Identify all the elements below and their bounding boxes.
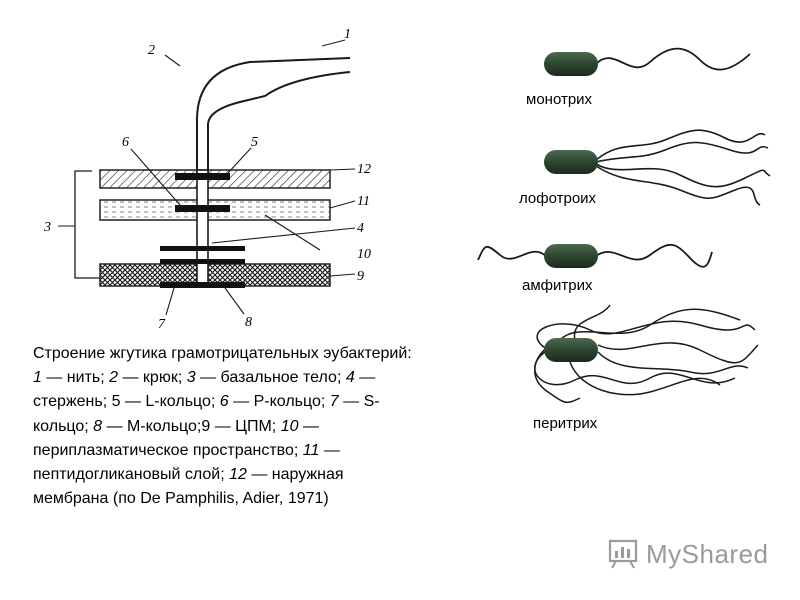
part-number-6: 6 [122,135,129,150]
lophotrich-body [544,150,598,174]
watermark-logo: MyShared [606,536,769,572]
part-number-8: 8 [245,315,252,330]
flagellum-structure [58,39,356,316]
part-number-2: 2 [148,43,155,58]
watermark-text: MyShared [646,538,769,569]
caption-segment: — S-кольцо; [33,393,380,435]
caption-segment: — M-кольцо;9 — ЦПМ; [102,417,281,435]
part-number-5: 5 [251,135,258,150]
lophotrich-bacterium [595,129,771,206]
caption-segment: 11 [302,441,320,459]
caption-segment: — P-кольцо; [228,393,330,411]
chart-board-icon [608,539,638,569]
part-number-1: 1 [344,27,351,42]
caption-segment: 12 [229,466,247,484]
caption-segment: — крюк; [118,369,187,387]
rod-disc [160,246,245,251]
part-number-10: 10 [357,247,371,262]
hook-outer [196,57,351,175]
part-numbers: 1 2 3 4 5 6 7 8 9 10 11 12 [43,27,371,332]
label-amphitrich: амфитрих [522,277,593,294]
caption-segment: — периплазматическое пространство; [33,417,319,459]
part-number-3: 3 [43,220,51,235]
basal-body-bracket [74,170,100,279]
label-lophotrich: лофотроих [519,190,597,207]
monotrich-bacterium [544,47,751,76]
caption-segment: 7 [329,393,339,411]
peritrich-bacterium [534,304,759,404]
caption-segment: — нить; [41,369,110,387]
m-ring [160,282,245,288]
caption-segment: 6 [219,393,229,411]
caption-segment: 3 [186,369,196,387]
hook-inner [207,71,351,175]
caption-segment: Строение жгутика грамотрицательных эубак… [33,345,412,362]
part-number-9: 9 [357,269,364,284]
part-number-7: 7 [158,317,166,332]
rod [196,169,209,287]
part-number-11: 11 [357,194,370,209]
figure-caption: Строение жгутика грамотрицательных эубак… [33,342,418,511]
l-ring [175,173,230,180]
label-monotrich: монотрих [526,91,593,108]
caption-segment: 4 [345,369,355,387]
peritrich-body [544,338,598,362]
label-peritrich: перитрих [533,415,598,432]
caption-segment: 8 [93,417,103,435]
caption-segment: 2 [109,369,119,387]
caption-segment: — стержень; 5 — L-кольцо; [33,369,376,411]
caption-segment: 1 [33,369,42,387]
s-ring [160,259,245,264]
p-ring [175,205,230,212]
part-number-4: 4 [357,221,364,236]
caption-segment: — наружная мембрана (по De Pamphilis, Ad… [33,466,344,508]
caption-segment: 10 [280,417,299,435]
caption-segment: — пептидогликановый слой; [33,441,340,484]
amphitrich-bacterium [477,243,713,268]
part-number-12: 12 [357,162,371,177]
caption-segment: — базальное тело; [195,369,346,387]
